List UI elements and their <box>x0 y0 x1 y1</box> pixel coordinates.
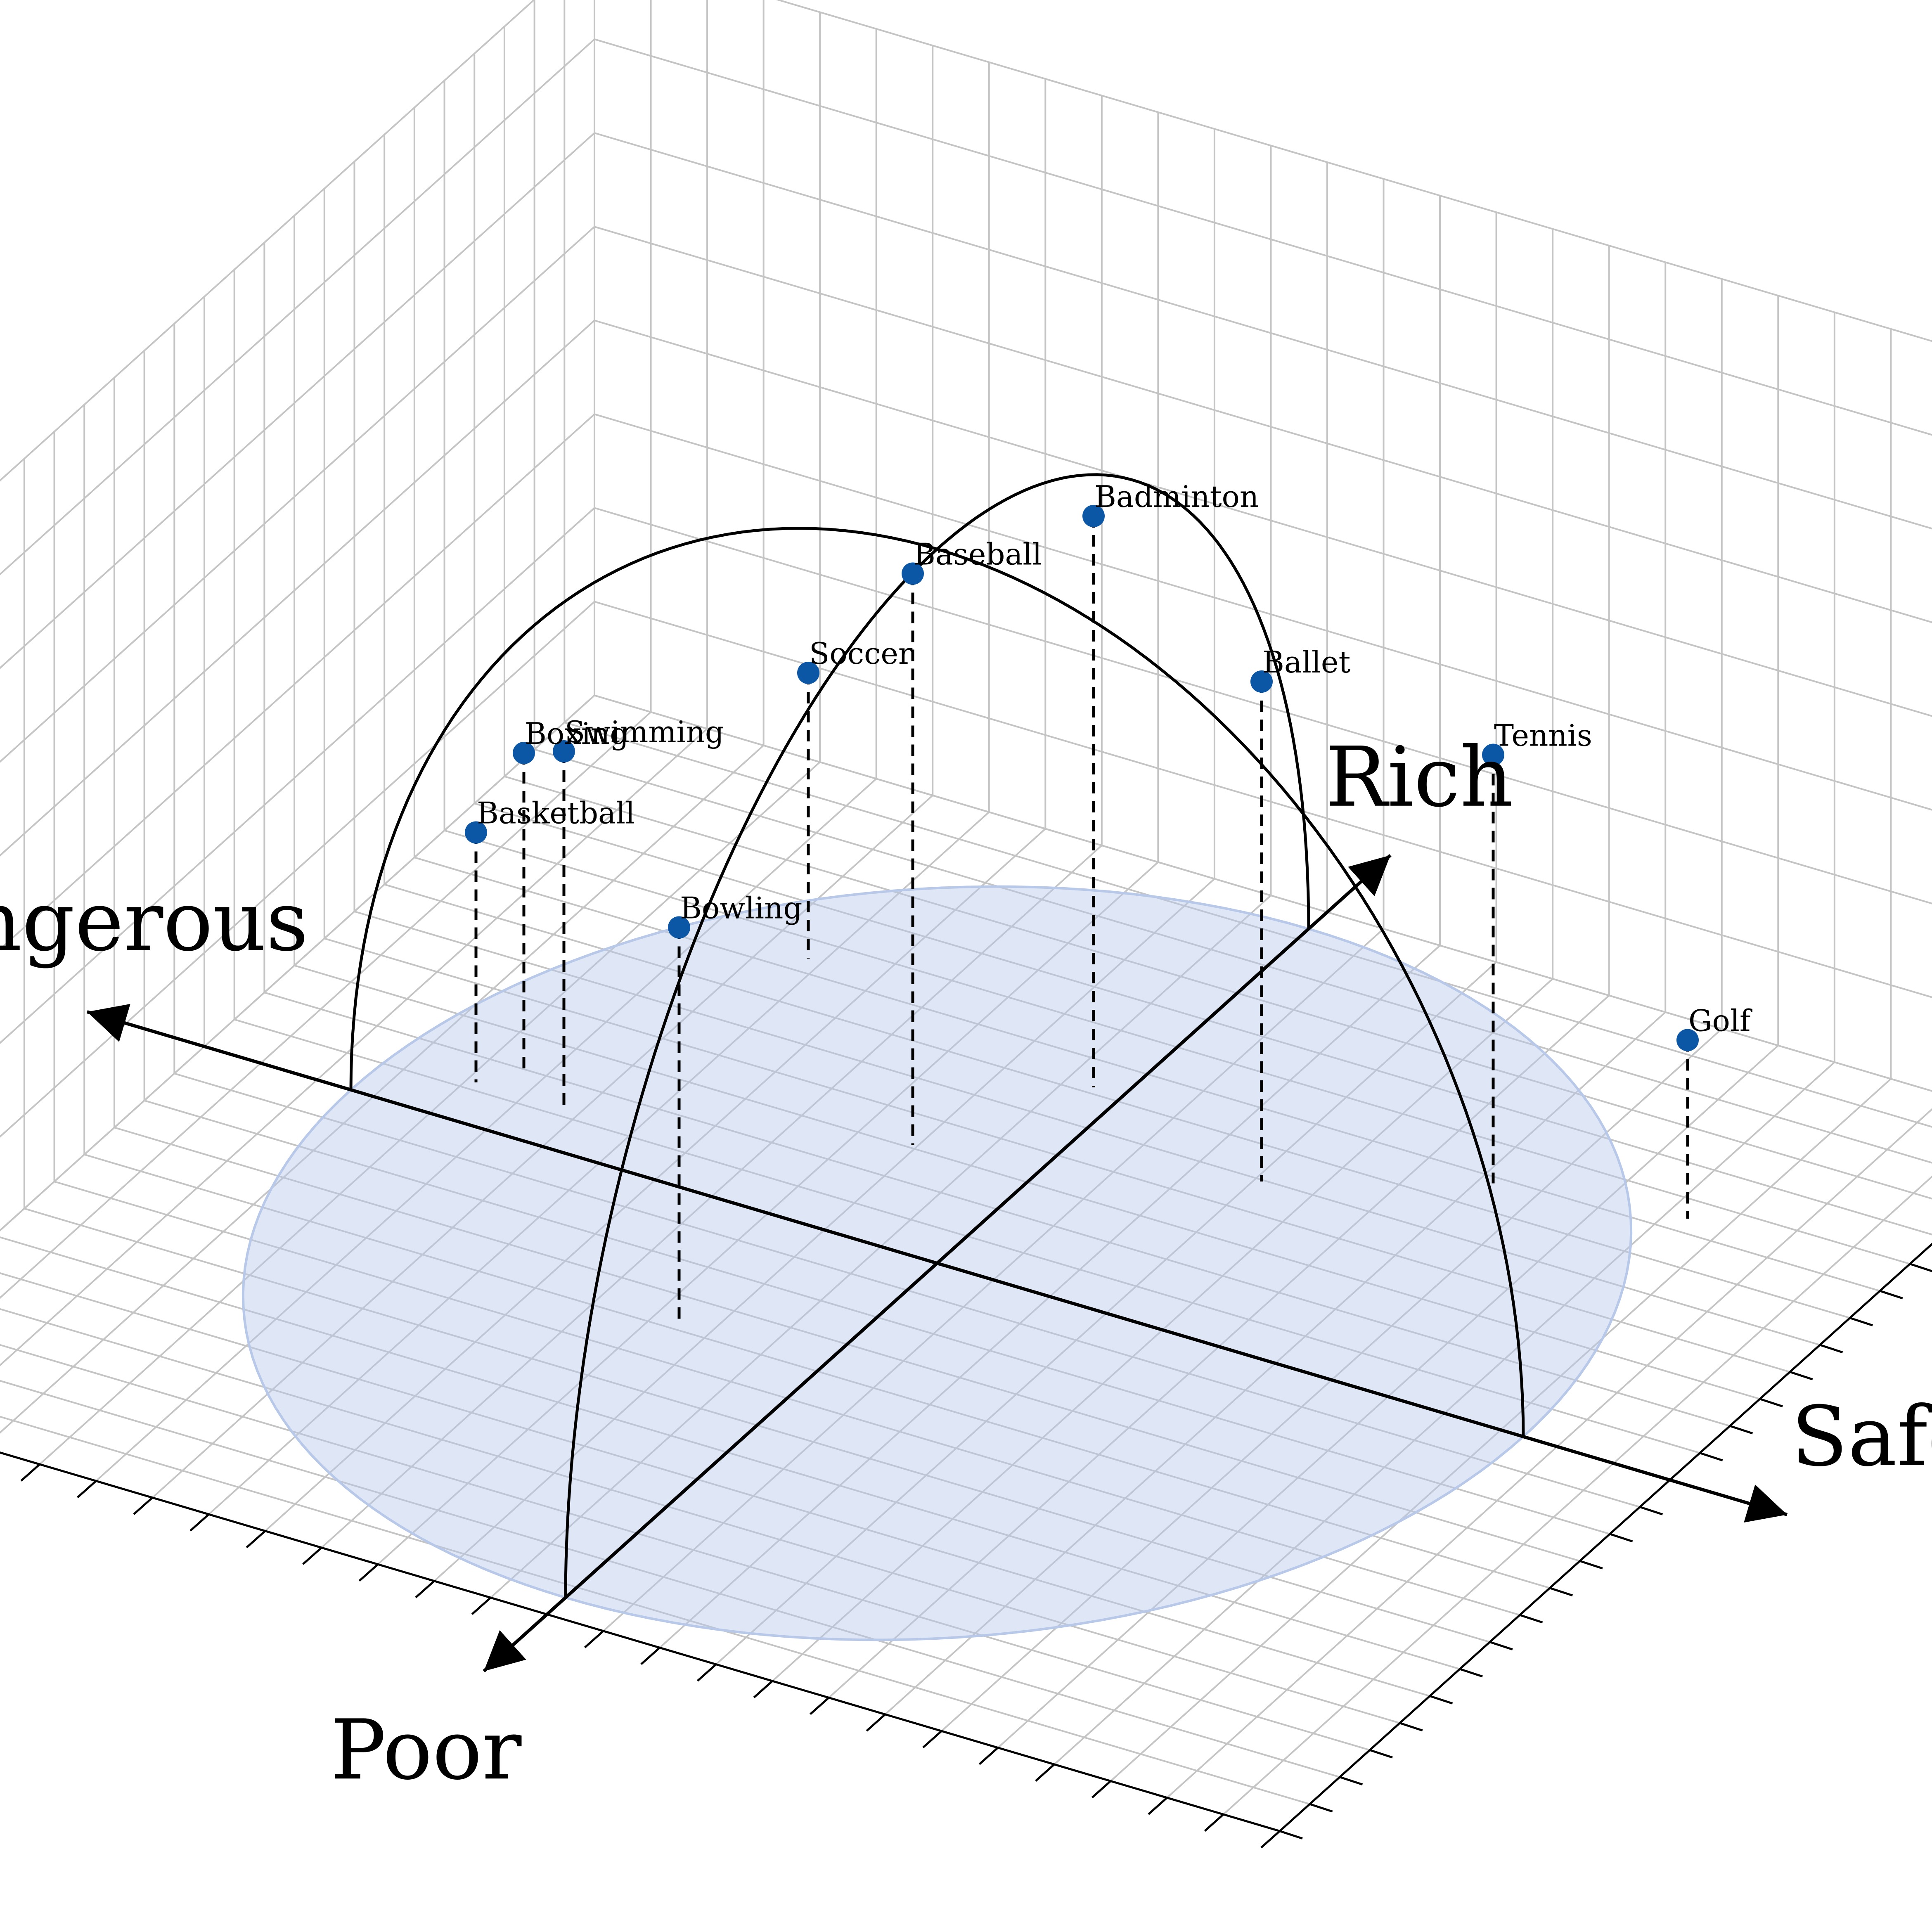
grid-line <box>0 320 595 857</box>
axis-tick <box>866 1713 886 1732</box>
point-ballet <box>1250 670 1273 693</box>
axis-tick <box>1091 1780 1112 1799</box>
axis-tick <box>1609 1533 1633 1543</box>
axis-tick <box>1759 1398 1783 1408</box>
grid-line <box>594 507 1932 904</box>
axis-safe-arrowhead <box>1744 1485 1787 1523</box>
axis-tick <box>1148 1797 1168 1815</box>
grid-line <box>0 132 595 669</box>
axis-tick <box>1519 1614 1543 1624</box>
axis-tick <box>978 1747 999 1765</box>
axis-tick <box>640 1647 661 1665</box>
grid-line <box>594 601 1932 998</box>
stem-layer <box>474 516 1689 1320</box>
point-tennis <box>1482 743 1504 766</box>
axis-label-dangerous: Dangerous <box>0 874 308 970</box>
axis-label-rich: Rich <box>1325 729 1513 826</box>
axis-tick <box>415 1580 435 1598</box>
axis-tick <box>302 1547 322 1565</box>
grid-line <box>594 320 1932 717</box>
grid-line <box>0 0 535 482</box>
axis-tick <box>1729 1425 1753 1435</box>
axis-tick <box>77 1480 97 1499</box>
axis-tick <box>1549 1587 1573 1597</box>
axis-tick <box>1369 1749 1393 1759</box>
axis-tick <box>1639 1506 1663 1515</box>
axis-label-poor: Poor <box>331 1702 522 1798</box>
axis-tick <box>189 1513 210 1532</box>
axis-label-safe: Safe <box>1791 1389 1932 1485</box>
axis-tick <box>1459 1668 1483 1678</box>
arc-rich-poor <box>564 473 1310 1598</box>
grid-line <box>0 38 595 575</box>
axis-tick <box>696 1663 717 1682</box>
grid-line <box>0 413 595 951</box>
point-golf <box>1676 1029 1699 1051</box>
point-label: Badminton <box>1094 479 1259 514</box>
point-swimming <box>553 740 575 762</box>
axis-poor-line <box>483 1262 938 1673</box>
axis-tick <box>1579 1560 1603 1570</box>
point-soccer <box>797 662 819 684</box>
grid-line <box>0 226 595 763</box>
points-layer <box>465 505 1699 1051</box>
point-label: Soccer <box>809 636 913 671</box>
point-label: Baseball <box>914 537 1042 572</box>
axis-tick <box>584 1630 604 1648</box>
axis-tick <box>1489 1641 1513 1650</box>
grid-line <box>776 0 1932 342</box>
point-label: Swimming <box>565 715 724 749</box>
axis-tick <box>1849 1317 1873 1326</box>
axis-tick <box>1260 1830 1281 1849</box>
point-boxing <box>513 742 535 764</box>
axis-tick <box>358 1563 379 1582</box>
grid-line <box>594 38 1932 436</box>
axis-tick <box>1309 1803 1333 1813</box>
axis-tick <box>1204 1814 1224 1832</box>
axis-tick <box>753 1680 773 1698</box>
axis-poor-arrowhead <box>484 1630 526 1672</box>
point-label: Tennis <box>1494 718 1592 753</box>
axes-layer <box>86 854 1788 1673</box>
axis-tick <box>1339 1776 1363 1786</box>
axis-safe-line <box>936 1262 1788 1516</box>
axis-rich-line <box>936 854 1392 1264</box>
axis-tick <box>1909 1263 1932 1272</box>
grid-line <box>0 601 595 1138</box>
axis-tick <box>471 1597 492 1615</box>
point-bowling <box>668 916 690 939</box>
axis-tick <box>1035 1764 1055 1782</box>
axis-dangerous-arrowhead <box>87 1004 130 1042</box>
arc-layer <box>349 473 1525 1598</box>
axis-tick <box>810 1697 830 1715</box>
axis-tick <box>1880 1290 1903 1300</box>
grid-line <box>594 132 1932 530</box>
grid-line <box>594 226 1932 623</box>
axis-tick <box>1429 1695 1453 1705</box>
point-label: Golf <box>1688 1004 1752 1038</box>
axis-dangerous-line <box>86 1010 938 1265</box>
axis-tick <box>246 1530 266 1548</box>
axis-tick <box>1279 1830 1303 1840</box>
axis-rich-arrowhead <box>1348 855 1390 896</box>
point-label: Bowling <box>680 891 802 926</box>
axis-tick <box>20 1463 40 1482</box>
point-badminton <box>1082 505 1105 527</box>
axis-tick <box>1699 1452 1723 1461</box>
point-label: Boxing <box>525 716 629 751</box>
grid-line <box>0 507 595 1044</box>
axis-tick <box>1789 1371 1813 1380</box>
axis-tick <box>1399 1722 1423 1732</box>
point-label: Ballet <box>1262 645 1351 680</box>
point-basketball <box>465 821 487 844</box>
grid-line <box>594 413 1932 811</box>
point-label: Basketball <box>477 796 635 831</box>
axis-tick <box>1819 1344 1843 1354</box>
axis-tick <box>922 1730 942 1749</box>
label-layer: BasketballBoxingSwimmingSoccerBaseballBa… <box>0 479 1932 1798</box>
axis-tick <box>133 1496 153 1515</box>
point-baseball <box>902 562 924 585</box>
